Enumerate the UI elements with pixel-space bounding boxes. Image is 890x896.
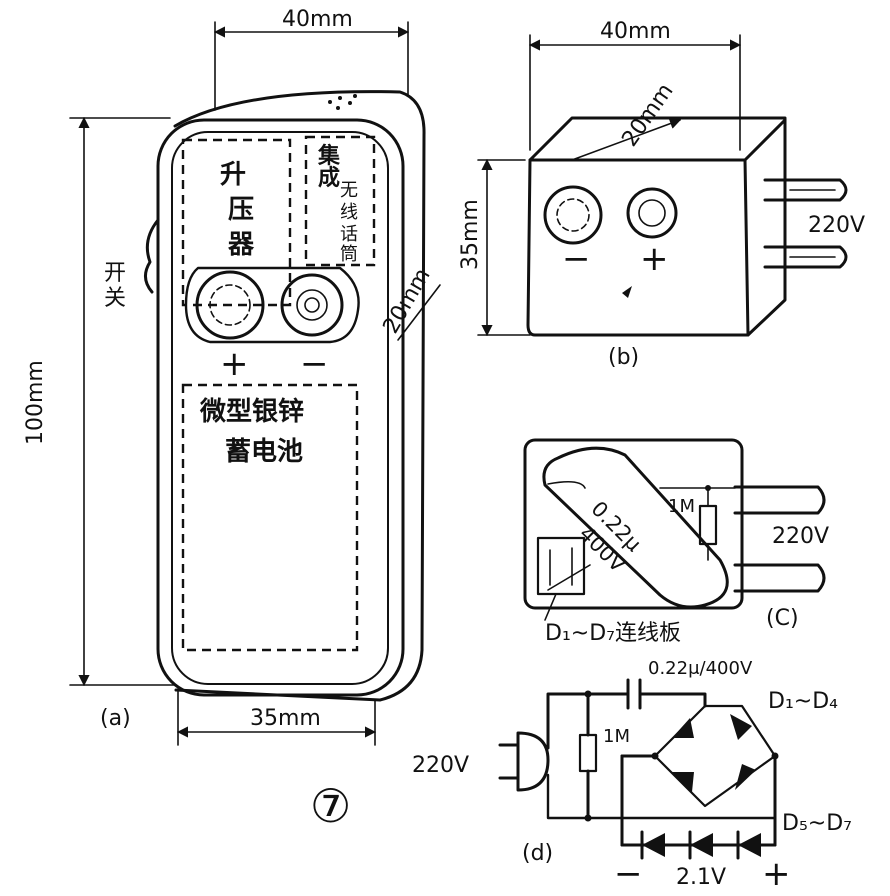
dim-a-left: 100mm <box>23 360 48 445</box>
label-mic-3: 无 <box>340 180 358 201</box>
output-d-label: 2.1V <box>676 865 726 890</box>
bridge-d-label: D₁~D₄ <box>768 689 838 714</box>
voltage-b: 220V <box>808 213 865 238</box>
label-mic-6: 筒 <box>340 244 358 265</box>
figure-number: ⑦ <box>310 779 351 833</box>
label-battery-1: 微型银锌 <box>199 396 304 427</box>
negative-socket-icon <box>280 273 344 337</box>
speaker-grille-icon <box>328 94 357 110</box>
label-switch-2: 关 <box>104 286 126 311</box>
label-battery-2: 蓄电池 <box>225 437 303 467</box>
caption-a: (a) <box>100 706 131 731</box>
resistor-d-label: 1M <box>603 726 630 747</box>
label-mic-1: 集 <box>317 143 341 169</box>
label-b-plus: + <box>640 239 669 279</box>
dim-a-top: 40mm <box>282 7 353 32</box>
capacitor-body <box>542 446 729 609</box>
label-transformer-3: 器 <box>227 230 255 260</box>
label-d-minus: − <box>614 854 643 894</box>
positive-socket-b-icon <box>626 187 678 239</box>
figure-a-device <box>69 21 441 746</box>
voltage-c: 220V <box>772 524 829 549</box>
label-transformer-2: 压 <box>228 195 254 225</box>
zener-d-label: D₅~D₇ <box>782 811 852 836</box>
dim-a-bottom: 35mm <box>250 706 321 731</box>
label-mic-5: 话 <box>340 224 358 245</box>
mains-plug-icon <box>516 731 550 792</box>
caption-d: (d) <box>522 841 553 866</box>
board-c-label: D₁~D₇连线板 <box>545 621 681 646</box>
label-a-plus: + <box>220 344 249 384</box>
figure-d-schematic <box>498 678 779 860</box>
dim-b-depth: 20mm <box>617 79 678 151</box>
cap-d-label: 0.22μ/400V <box>648 658 753 679</box>
dim-b-left: 35mm <box>458 199 483 270</box>
label-a-minus: − <box>300 344 329 384</box>
label-switch-1: 开 <box>104 261 126 286</box>
voltage-d: 220V <box>412 753 469 778</box>
plug-pins-icon <box>763 178 848 269</box>
side-switch-icon <box>144 218 160 294</box>
label-mic-2: 成 <box>318 166 340 191</box>
resistor-c-label: 1M <box>668 496 695 517</box>
figure-c-internal <box>523 438 826 621</box>
bridge-diode-icon <box>672 714 756 792</box>
label-mic-4: 线 <box>340 202 358 223</box>
positive-socket-icon <box>195 270 265 340</box>
dim-b-top: 40mm <box>600 19 671 44</box>
label-d-plus: + <box>762 854 791 894</box>
negative-socket-b-icon <box>543 185 603 245</box>
resistor-d <box>578 733 598 773</box>
diode-board <box>536 536 586 596</box>
caption-c: (C) <box>766 606 799 631</box>
label-transformer-1: 升 <box>220 160 246 190</box>
label-b-minus: − <box>562 239 591 279</box>
figure-b-cube <box>477 34 848 337</box>
ink-blot <box>622 286 632 298</box>
resistor-c <box>698 504 718 546</box>
caption-b: (b) <box>608 345 639 370</box>
zener-diode-icon <box>640 830 761 860</box>
